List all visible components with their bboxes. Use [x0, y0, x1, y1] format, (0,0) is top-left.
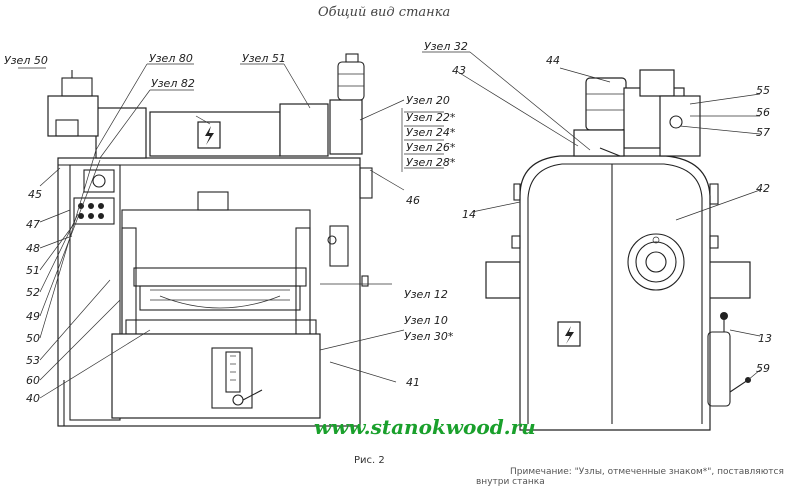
- label-unit-22: Узел 22*: [406, 111, 456, 124]
- label-43: 43: [452, 64, 466, 77]
- label-50: 50: [26, 332, 40, 345]
- label-unit-26: Узел 26*: [406, 141, 456, 154]
- label-unit-28: Узел 28*: [406, 156, 456, 169]
- side-view: [485, 69, 751, 431]
- label-unit-50: Узел 50: [4, 54, 48, 67]
- front-view: [47, 53, 373, 427]
- label-unit-30: Узел 30*: [404, 330, 454, 343]
- note-line-2: внутри станка: [476, 477, 545, 487]
- label-unit-12: Узел 12: [404, 288, 448, 301]
- label-unit-51: Узел 51: [242, 52, 286, 65]
- label-13: 13: [758, 332, 772, 345]
- label-40: 40: [26, 392, 40, 405]
- label-57: 57: [756, 126, 770, 139]
- label-unit-80: Узел 80: [149, 52, 193, 65]
- label-56: 56: [756, 106, 770, 119]
- label-51: 51: [26, 264, 40, 277]
- control-panel: [83, 169, 115, 193]
- label-41: 41: [406, 376, 420, 389]
- top-motor: [329, 99, 363, 155]
- label-60: 60: [26, 374, 40, 387]
- label-44: 44: [546, 54, 560, 67]
- label-unit-20: Узел 20: [406, 94, 450, 107]
- watermark-text: www.stanokwood.ru: [314, 415, 536, 439]
- side-body: [519, 155, 711, 431]
- side-leaders: [422, 51, 761, 381]
- label-unit-32: Узел 32: [424, 40, 468, 53]
- label-unit-82: Узел 82: [151, 77, 195, 90]
- motor-housing: [149, 111, 281, 157]
- label-48: 48: [26, 242, 40, 255]
- lower-housing: [111, 333, 321, 419]
- side-circle-cover: [627, 233, 685, 291]
- label-49: 49: [26, 310, 40, 323]
- label-47: 47: [26, 218, 40, 231]
- figure-caption: Рис. 2: [354, 455, 385, 466]
- drawing-title: Общий вид станка: [318, 5, 450, 20]
- label-unit-10: Узел 10: [404, 314, 448, 327]
- label-59: 59: [756, 362, 770, 375]
- side-top-motor: [585, 77, 627, 131]
- scale-indicator: [225, 351, 241, 393]
- label-42: 42: [756, 182, 770, 195]
- note-line-1: Примечание: "Узлы, отмеченные знаком*", …: [510, 467, 784, 477]
- label-14: 14: [462, 208, 476, 221]
- label-45: 45: [28, 188, 42, 201]
- left-top-unit: [95, 107, 147, 159]
- label-55: 55: [756, 84, 770, 97]
- label-46: 46: [406, 194, 420, 207]
- control-column: [69, 164, 121, 421]
- unit-50-body: [47, 95, 99, 137]
- label-52: 52: [26, 286, 40, 299]
- label-unit-24: Узел 24*: [406, 126, 456, 139]
- front-leaders: [18, 63, 444, 399]
- label-53: 53: [26, 354, 40, 367]
